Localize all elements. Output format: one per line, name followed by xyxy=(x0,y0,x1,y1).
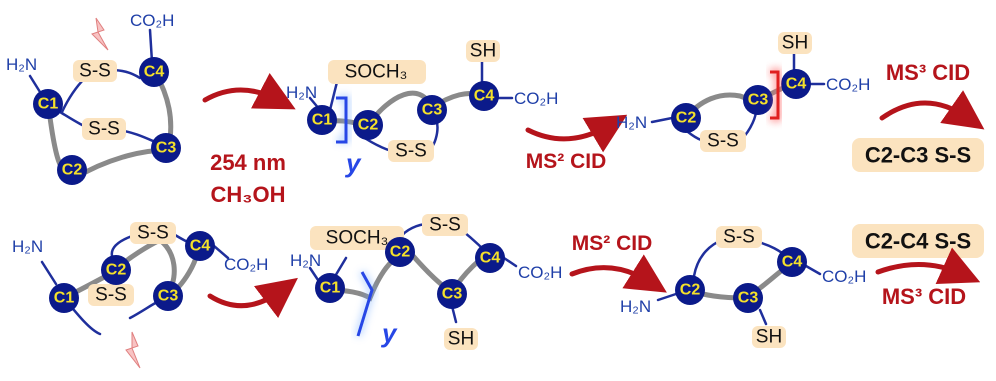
node-c2: C2 xyxy=(676,110,697,127)
node-c1: C1 xyxy=(38,96,59,113)
thiol-group: SH xyxy=(448,329,474,350)
node-c4: C4 xyxy=(480,250,501,267)
acid-group: CO₂H xyxy=(514,89,558,108)
molecule-4: S-S S-S C1 C2 C3 C4 H₂N CO₂H xyxy=(12,222,268,369)
uv-wavelength: 254 nm xyxy=(210,150,286,175)
ss-label: S-S xyxy=(707,131,739,152)
node-c3: C3 xyxy=(422,102,443,119)
ms3-label: MS³ CID xyxy=(886,60,970,85)
ss-label: S-S xyxy=(395,141,427,162)
uv-solvent: CH₃OH xyxy=(211,182,286,207)
node-c1: C1 xyxy=(320,280,341,297)
ms2-label: MS² CID xyxy=(572,232,653,255)
amine-group: H₂N xyxy=(286,83,317,102)
sulfoxide-group: SOCH₃ xyxy=(345,62,408,83)
amine-group: H₂N xyxy=(12,237,43,256)
node-c2: C2 xyxy=(62,162,83,179)
cleavage-bracket xyxy=(770,70,780,120)
node-c3: C3 xyxy=(158,288,179,305)
ms2-arrow xyxy=(569,254,667,293)
lightning-icon xyxy=(91,17,109,51)
node-c4: C4 xyxy=(190,238,211,255)
acid-group: CO₂H xyxy=(822,267,866,286)
thiol-group: SH xyxy=(470,41,496,62)
ms3-label: MS³ CID xyxy=(882,284,966,309)
y-fragment-label: y xyxy=(380,318,398,348)
molecule-3: S-S SH C2 C3 C4 H₂N CO₂H xyxy=(616,32,870,152)
node-c2: C2 xyxy=(680,282,701,299)
acid-group: CO₂H xyxy=(518,263,562,282)
ss-label: S-S xyxy=(429,215,461,236)
molecule-2: SOCH₃ S-S SH C1 C2 C3 C4 H₂N CO₂H y xyxy=(286,40,558,178)
molecule-5: SOCH₃ S-S SH C1 C2 C3 C4 H₂N CO₂H y xyxy=(290,214,562,350)
acid-group: CO₂H xyxy=(224,255,268,274)
thiol-group: SH xyxy=(782,33,808,54)
thiol-group: SH xyxy=(756,327,782,348)
cleavage-bracket xyxy=(356,271,374,337)
amine-group: H₂N xyxy=(6,55,37,74)
ss-label: S-S xyxy=(95,285,127,306)
amine-group: H₂N xyxy=(620,297,651,316)
node-c2: C2 xyxy=(358,117,379,134)
acid-group: CO₂H xyxy=(130,11,174,30)
amine-group: H₂N xyxy=(616,113,647,132)
ms3-arrow xyxy=(875,247,981,285)
node-c4: C4 xyxy=(144,64,165,81)
ms2-arrow xyxy=(525,114,628,153)
ss-label: S-S xyxy=(137,223,169,244)
node-c2: C2 xyxy=(106,262,127,279)
node-c4: C4 xyxy=(474,88,495,105)
ss-label: S-S xyxy=(79,61,111,82)
cleavage-bracket xyxy=(336,96,348,144)
amine-group: H₂N xyxy=(290,251,321,270)
ss-label: S-S xyxy=(723,227,755,248)
uv-arrow xyxy=(207,277,298,319)
uv-arrow xyxy=(202,72,296,110)
y-fragment-label: y xyxy=(344,148,362,178)
node-c1: C1 xyxy=(54,290,75,307)
node-c3: C3 xyxy=(442,286,463,303)
node-c1: C1 xyxy=(312,112,333,129)
molecule-1: S-S S-S C1 C2 C3 C4 H₂N CO₂H xyxy=(6,11,181,185)
sulfoxide-group: SOCH₃ xyxy=(326,228,389,249)
result-top: C2-C3 S-S xyxy=(865,143,971,168)
ms2-label: MS² CID xyxy=(526,150,607,173)
lightning-icon xyxy=(125,331,141,369)
node-c4: C4 xyxy=(786,76,807,93)
molecule-6: S-S SH C2 C3 C4 H₂N CO₂H xyxy=(620,226,866,348)
node-c2: C2 xyxy=(390,244,411,261)
result-bottom: C2-C4 S-S xyxy=(865,229,971,254)
ss-label: S-S xyxy=(88,119,120,140)
ms3-arrow xyxy=(879,90,985,130)
acid-group: CO₂H xyxy=(826,75,870,94)
node-c4: C4 xyxy=(782,254,803,271)
node-c3: C3 xyxy=(738,290,759,307)
node-c3: C3 xyxy=(748,92,769,109)
node-c3: C3 xyxy=(156,140,177,157)
